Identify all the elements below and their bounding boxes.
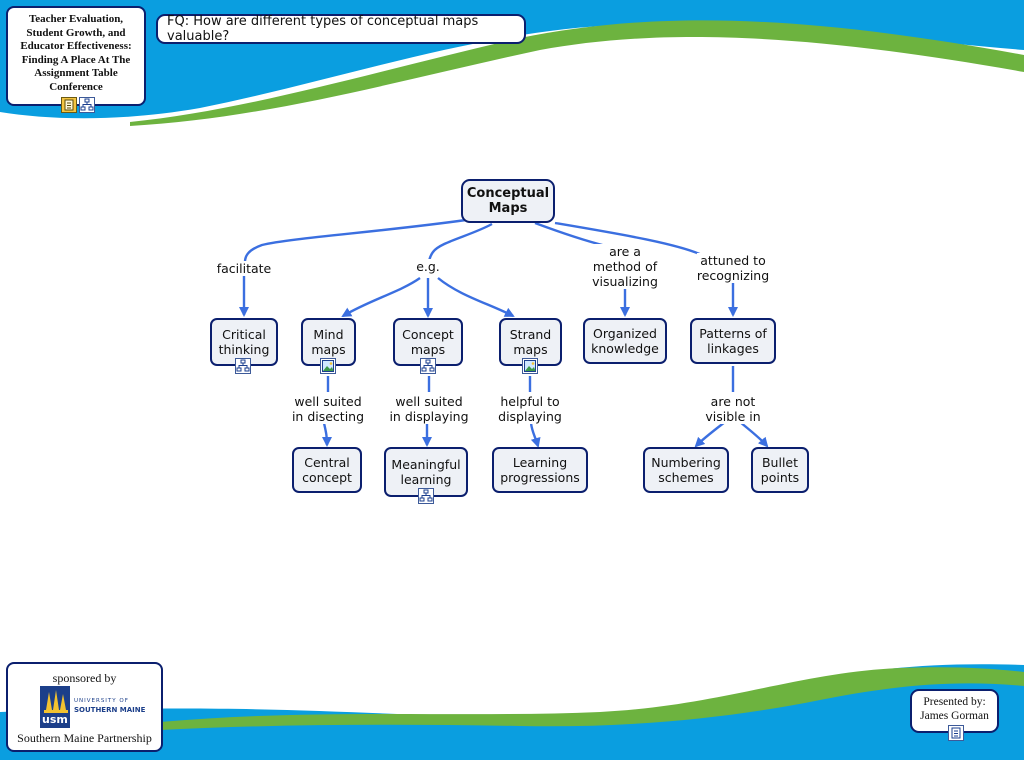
usm-logo-mark — [40, 686, 70, 728]
concept-conceptual-maps[interactable]: Conceptual Maps — [461, 179, 555, 223]
usm-logo-line2: SOUTHERN MAINE — [74, 706, 146, 714]
link-eg: e.g. — [414, 259, 442, 274]
usm-logo-line1: UNIVERSITY OF — [74, 698, 129, 704]
link-well-suited-disecting: well suited in disecting — [291, 394, 365, 424]
link-well-suited-displaying: well suited in displaying — [389, 394, 469, 424]
sponsor-box: sponsored by usm UNIVERSITY OF SOUTHERN … — [6, 662, 163, 752]
header-title: Teacher Evaluation, Student Growth, and … — [20, 13, 132, 93]
document-icon[interactable] — [61, 97, 77, 113]
sponsor-label: sponsored by — [52, 671, 117, 685]
usm-logo-abbr: usm — [42, 713, 68, 726]
concept-numbering-schemes[interactable]: Numbering schemes — [643, 447, 729, 493]
image-icon[interactable] — [320, 358, 336, 374]
concept-map-icon[interactable] — [418, 488, 434, 504]
presenter-label: Presented by: — [923, 696, 986, 708]
link-not-visible-in: are not visible in — [705, 394, 761, 424]
link-helpful-to-displaying: helpful to displaying — [498, 394, 562, 424]
concept-central-concept[interactable]: Central concept — [292, 447, 362, 493]
presenter-box: Presented by: James Gorman — [910, 689, 999, 741]
concept-map-icon[interactable] — [420, 358, 436, 374]
image-icon[interactable] — [522, 358, 538, 374]
concept-bullet-points[interactable]: Bullet points — [751, 447, 809, 493]
document-icon[interactable] — [948, 725, 964, 741]
concept-mind-maps[interactable]: Mind maps — [301, 318, 356, 366]
usm-logo: usm UNIVERSITY OF SOUTHERN MAINE — [40, 686, 145, 728]
concept-organized-knowledge[interactable]: Organized knowledge — [583, 318, 667, 364]
concept-learning-progressions[interactable]: Learning progressions — [492, 447, 588, 493]
focus-question-box: FQ: How are different types of conceptua… — [156, 14, 526, 44]
header-title-box: Teacher Evaluation, Student Growth, and … — [6, 6, 146, 113]
sponsor-partnership: Southern Maine Partnership — [17, 731, 152, 745]
concept-map-icon[interactable] — [235, 358, 251, 374]
link-facilitate: facilitate — [216, 261, 272, 276]
concept-patterns-of-linkages[interactable]: Patterns of linkages — [690, 318, 776, 364]
focus-question: FQ: How are different types of conceptua… — [167, 14, 479, 44]
link-method-of-visualizing: are a method of visualizing — [592, 244, 658, 289]
concept-map-icon[interactable] — [79, 97, 95, 113]
presenter-name: James Gorman — [920, 710, 989, 722]
link-attuned-to-recognizing: attuned to recognizing — [696, 253, 770, 283]
